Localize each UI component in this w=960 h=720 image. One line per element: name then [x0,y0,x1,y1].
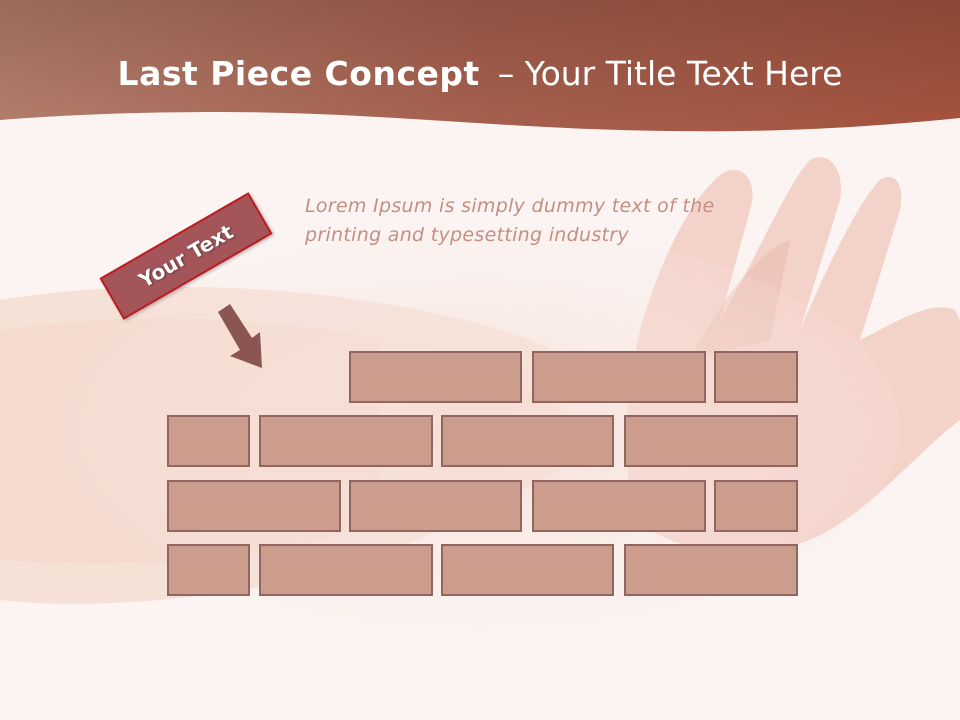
brick[interactable] [624,415,798,467]
brick[interactable] [532,480,706,532]
body-text: Lorem Ipsum is simply dummy text of the … [305,195,715,246]
header-band [0,0,960,132]
brick[interactable] [441,415,614,467]
title-light: Your Title Text Here [524,54,843,93]
page-title: Last Piece Concept– Your Title Text Here [0,52,960,96]
brick[interactable] [532,351,706,403]
down-right-arrow-icon [218,304,262,368]
brick[interactable] [349,480,522,532]
brick[interactable] [714,480,798,532]
brick[interactable] [259,544,433,596]
brick[interactable] [624,544,798,596]
title-dash: – [497,54,515,93]
title-bold: Last Piece Concept [117,54,480,93]
brick[interactable] [259,415,433,467]
brick[interactable] [349,351,522,403]
brick[interactable] [441,544,614,596]
brick[interactable] [714,351,798,403]
brick[interactable] [167,415,250,467]
brick[interactable] [167,544,250,596]
brick[interactable] [167,480,341,532]
